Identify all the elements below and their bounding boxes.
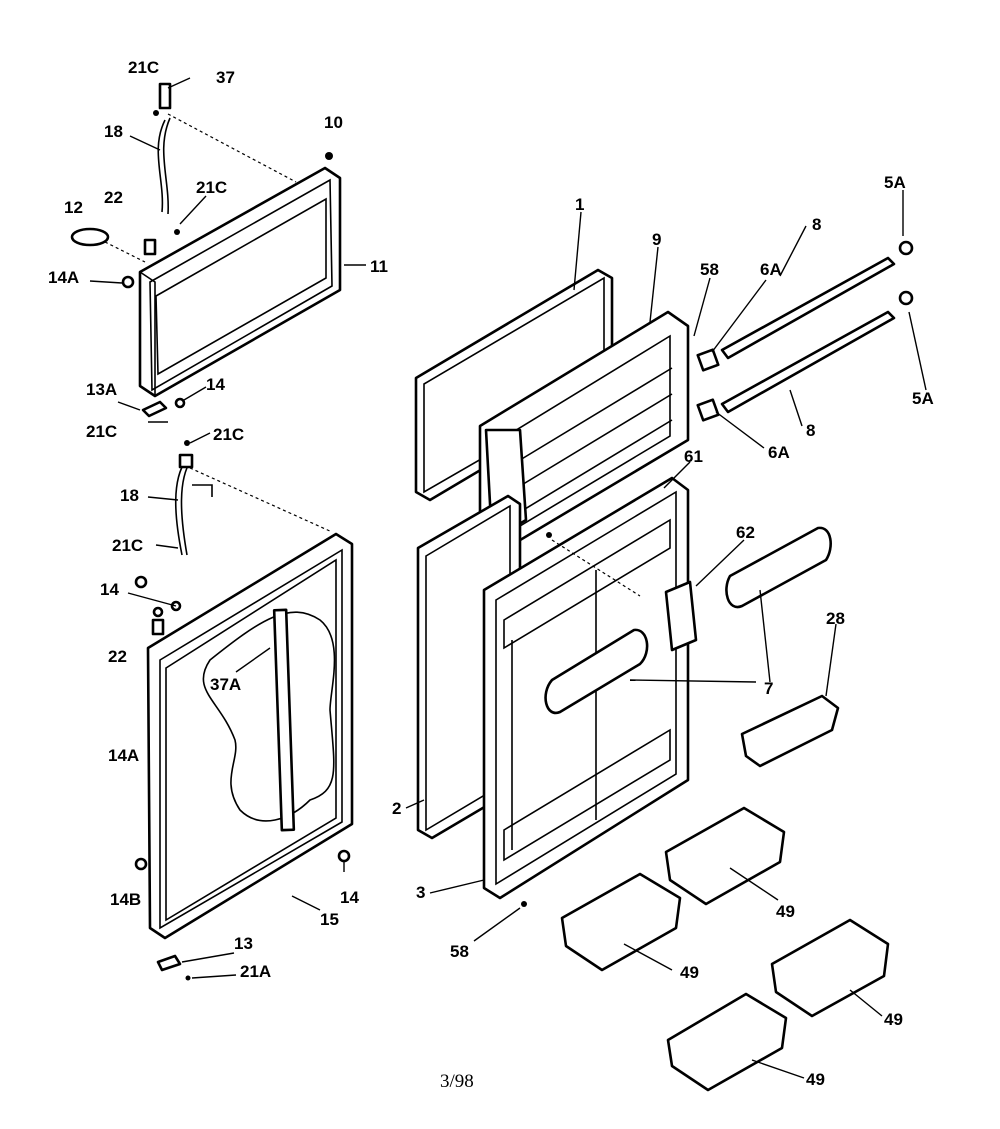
part-37a-handle	[272, 608, 296, 832]
label-49: 49	[806, 1070, 825, 1089]
fresh-food-door-assembly	[134, 440, 354, 981]
part-6a-clip-upper	[696, 348, 720, 372]
part-37-plug	[158, 82, 172, 110]
freezer-door-assembly	[70, 82, 342, 423]
label-8: 8	[812, 215, 821, 234]
label-10: 10	[324, 113, 343, 132]
part-28-dairy-bin	[740, 694, 840, 768]
label-6a: 6A	[768, 443, 790, 462]
label-37a: 37A	[210, 675, 241, 694]
part-49-crisper-3	[770, 918, 890, 1018]
label-1: 1	[575, 195, 584, 214]
part-12-cap	[70, 227, 110, 247]
label-18: 18	[120, 486, 139, 505]
label-5a: 5A	[912, 389, 934, 408]
leader-lines	[89, 77, 927, 1079]
part-7-shelf-bin-middle	[544, 628, 649, 715]
part-labels: 21C 37 18 10 22 21C 12 14A 11 13A 14 21C…	[48, 58, 934, 1089]
page-number: 3/98	[440, 1071, 474, 1092]
part-6a-clip-lower	[696, 398, 720, 422]
part-7-shelf-bin-upper	[725, 526, 832, 609]
label-49: 49	[884, 1010, 903, 1029]
part-49-crisper-2	[560, 872, 682, 972]
part-8-rail-lower	[720, 310, 896, 414]
part-15-fresh-food-door	[146, 532, 354, 940]
label-11: 11	[370, 257, 388, 276]
label-49: 49	[680, 963, 699, 982]
label-21c: 21C	[213, 425, 244, 444]
part-13a-hinge	[141, 400, 168, 418]
label-14a: 14A	[108, 746, 139, 765]
label-14: 14	[100, 580, 119, 599]
label-14a: 14A	[48, 268, 79, 287]
label-21c: 21C	[196, 178, 227, 197]
label-8: 8	[806, 421, 815, 440]
label-15: 15	[320, 910, 339, 929]
label-37: 37	[216, 68, 235, 87]
part-18-tube	[157, 119, 166, 213]
label-14b: 14B	[110, 890, 141, 909]
label-18: 18	[104, 122, 123, 141]
part-11-freezer-door	[138, 166, 342, 398]
label-21c: 21C	[86, 422, 117, 441]
label-13a: 13A	[86, 380, 117, 399]
label-22: 22	[104, 188, 123, 207]
label-9: 9	[652, 230, 661, 249]
label-58: 58	[450, 942, 469, 961]
label-22: 22	[108, 647, 127, 666]
label-2: 2	[392, 799, 401, 818]
part-49-crisper-4	[666, 992, 788, 1092]
label-5a: 5A	[884, 173, 906, 192]
label-49: 49	[776, 902, 795, 921]
label-58: 58	[700, 260, 719, 279]
label-14: 14	[206, 375, 225, 394]
label-61: 61	[684, 447, 703, 466]
label-14: 14	[340, 888, 359, 907]
part-37a-gasket-outline	[202, 611, 336, 822]
label-13: 13	[234, 934, 253, 953]
label-21c: 21C	[112, 536, 143, 555]
door-liners	[414, 268, 698, 907]
label-6a: 6A	[760, 260, 782, 279]
label-21c: 21C	[128, 58, 159, 77]
shelves-and-bins	[544, 240, 914, 1092]
part-22-pin	[143, 238, 157, 256]
label-21a: 21A	[240, 962, 271, 981]
label-28: 28	[826, 609, 845, 628]
label-62: 62	[736, 523, 755, 542]
part-13-hinge	[156, 954, 182, 972]
label-12: 12	[64, 198, 83, 217]
label-3: 3	[416, 883, 425, 902]
part-8-rail-upper	[720, 256, 896, 360]
label-7: 7	[764, 679, 773, 698]
part-49-crisper-1	[664, 806, 786, 906]
part-62-bracket	[664, 580, 698, 652]
